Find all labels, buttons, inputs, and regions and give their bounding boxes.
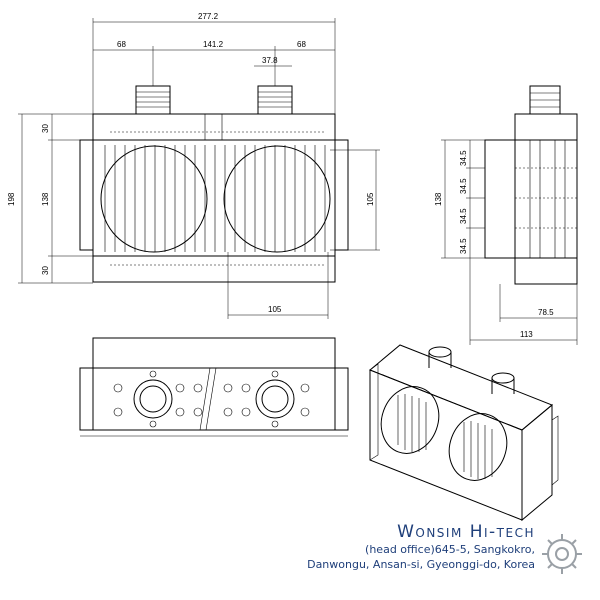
dim-overall-height: 198: [7, 192, 16, 206]
company-address-line1: (head office)645-5, Sangkokro,: [365, 543, 535, 556]
dim-side-core-height: 138: [434, 192, 443, 206]
dim-bottom-band: 30: [41, 266, 50, 275]
side-view: 138 34.5 34.5 34.5 34.5 78.5 113: [434, 85, 578, 345]
dim-fan-diameter: 105: [366, 192, 375, 206]
dim-core-height: 138: [41, 192, 50, 206]
dim-center-span: 141.2: [203, 40, 224, 49]
company-name: Wonsim Hi-tech: [397, 522, 535, 542]
dim-overall-width: 277.2: [198, 12, 219, 21]
fan-right: [223, 145, 331, 253]
fan-left: [100, 145, 208, 253]
dim-side-pitch-3: 34.5: [459, 208, 468, 224]
bottom-view: [79, 337, 349, 437]
company-address-line2: Danwongu, Ansan-si, Gyeonggi-do, Korea: [307, 558, 535, 571]
dim-side-pitch-2: 34.5: [459, 178, 468, 194]
dim-side-pitch-4: 34.5: [459, 238, 468, 254]
dim-side-depth: 78.5: [538, 308, 554, 317]
isometric-view: [369, 344, 559, 522]
iso-fan-left: [380, 386, 440, 454]
iso-fan-right: [448, 413, 508, 481]
dim-left-offset: 68: [117, 40, 126, 49]
dim-side-overall-depth: 113: [520, 330, 533, 339]
dim-right-offset: 68: [297, 40, 306, 49]
dim-top-band: 30: [41, 124, 50, 133]
gear-logo-icon: [542, 534, 582, 574]
dim-port-size: 37.8: [262, 56, 278, 65]
dim-side-pitch-1: 34.5: [459, 150, 468, 166]
dim-fan-width: 105: [268, 305, 282, 314]
front-view: 277.2 68 141.2 68 37.8: [7, 12, 380, 319]
company-block: Wonsim Hi-tech (head office)645-5, Sangk…: [300, 522, 535, 572]
